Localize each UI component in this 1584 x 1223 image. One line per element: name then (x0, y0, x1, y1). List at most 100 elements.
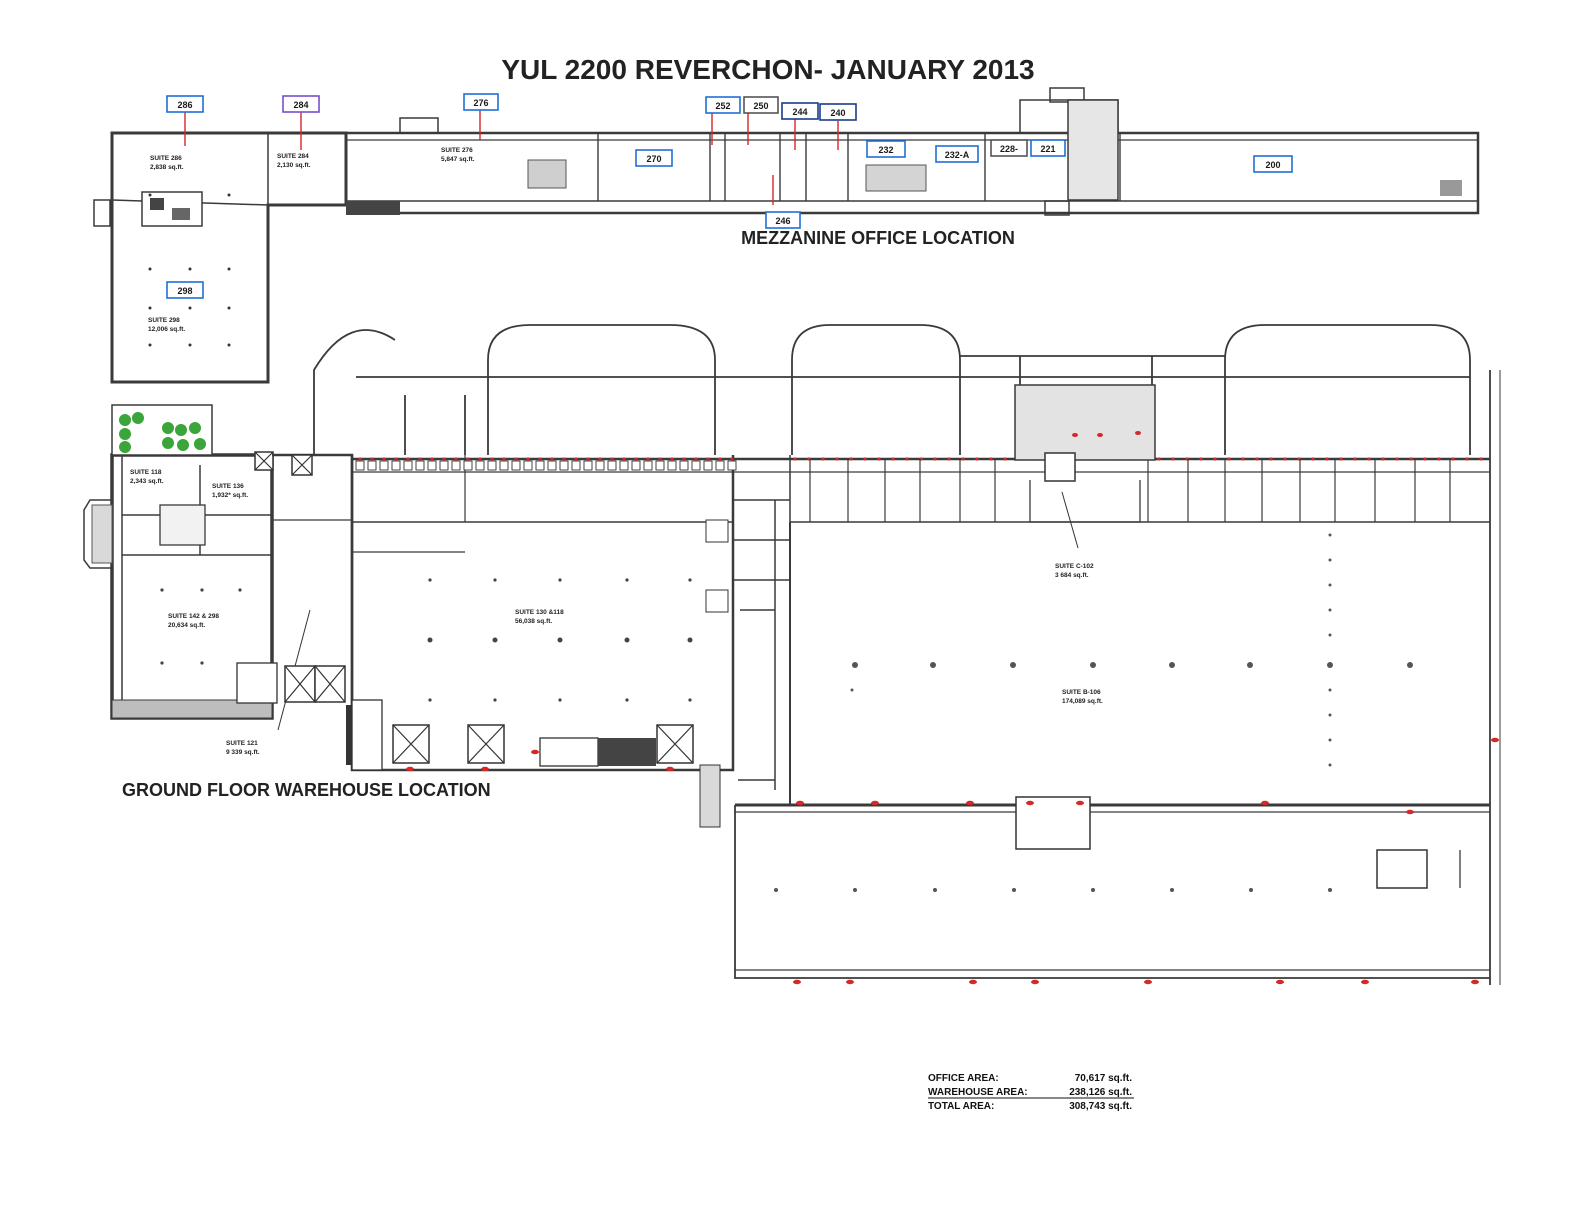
entrance-vestibule (83, 499, 112, 569)
dock-door-marker (877, 457, 881, 461)
mezz-cluster-232 (865, 164, 927, 192)
dock-crates-130 (392, 724, 694, 764)
dock-door-marker (961, 457, 965, 461)
room-tag-240[interactable]: 240 (819, 103, 857, 121)
room-tag-221[interactable]: 221 (1030, 139, 1066, 157)
room-tag-200[interactable]: 200 (1253, 155, 1293, 173)
dock-door-cell (523, 460, 533, 471)
corridor-stair (699, 764, 721, 828)
mezzanine-section-label: MEZZANINE OFFICE LOCATION (741, 228, 1015, 248)
plan-title: YUL 2200 REVERCHON- JANUARY 2013 (501, 54, 1034, 85)
suite-130-room (351, 699, 383, 771)
c102-leader (1061, 491, 1079, 549)
mezzanine-corridor (346, 131, 1480, 215)
svg-text:228-: 228- (1000, 144, 1018, 154)
dock-door-marker (1171, 457, 1175, 461)
dock-door-marker (1339, 457, 1343, 461)
dock-door-marker (370, 457, 374, 461)
room-tag-228[interactable]: 228- (990, 139, 1028, 157)
dock-door-cell (571, 460, 581, 471)
dock-door-marker (1451, 457, 1455, 461)
dock-door-marker (933, 457, 937, 461)
suite-298-area: 12,006 sq.ft. (148, 326, 185, 333)
dock-door-marker (514, 457, 518, 461)
room-tag-270[interactable]: 270 (635, 149, 673, 167)
dock-door-marker (526, 457, 530, 461)
room-tag-284[interactable]: 284 (282, 95, 320, 113)
core-fixture-a (150, 198, 164, 210)
room-tag-286[interactable]: 286 (166, 95, 204, 113)
mezz-east-fixture (1440, 180, 1462, 196)
office-area-label: OFFICE AREA: (928, 1073, 999, 1084)
suite-121-name: SUITE 121 (226, 740, 258, 747)
dock-door-cell (703, 460, 713, 471)
suite-130-columns (160, 578, 693, 702)
dock-door-cell (511, 460, 521, 471)
suite-286-area: 2,838 sq.ft. (150, 164, 184, 171)
room-tag-246[interactable]: 246 (765, 211, 801, 229)
suite-b106-name: SUITE B-106 (1062, 689, 1101, 696)
dock-door-cell (727, 460, 737, 471)
dock-door-cell (439, 460, 449, 471)
mezz-bump-top (1049, 87, 1085, 103)
svg-text:232-A: 232-A (945, 150, 970, 160)
room-tag-244[interactable]: 244 (781, 102, 819, 120)
svg-text:250: 250 (753, 101, 768, 111)
suite-284-area: 2,130 sq.ft. (277, 162, 311, 169)
south-annex-walls (734, 805, 1490, 979)
svg-text:284: 284 (293, 100, 308, 110)
dock-door-marker (694, 457, 698, 461)
warehouse-area-value: 238,126 sq.ft. (1069, 1087, 1132, 1098)
dock-door-cell (691, 460, 701, 471)
dock-door-cell (367, 460, 377, 471)
dock-door-marker (1479, 457, 1483, 461)
core-fixture-b (172, 208, 190, 220)
room-tag-276[interactable]: 276 (463, 93, 499, 111)
dock-door-cell (451, 460, 461, 471)
dock-door-marker (586, 457, 590, 461)
room-tag-232a[interactable]: 232-A (935, 145, 979, 163)
suite-130-wall-solid (346, 705, 352, 765)
dock-door-marker (1157, 457, 1161, 461)
south-annex-room (1376, 849, 1428, 889)
dock-door-marker (634, 457, 638, 461)
dock-door-marker (835, 457, 839, 461)
room-tag-252[interactable]: 252 (705, 96, 741, 114)
dock-door-marker (1003, 457, 1007, 461)
b106-columns-large (852, 662, 1413, 668)
dock-door-marker (989, 457, 993, 461)
office-core (159, 504, 206, 546)
dock-door-marker (502, 457, 506, 461)
suite-121-crate-x (291, 454, 313, 476)
suite-130-dock-room (539, 737, 599, 767)
dock-door-cell (643, 460, 653, 471)
suite-130-walls (350, 455, 735, 772)
c102-office (1029, 480, 1141, 523)
mezz-stair (346, 201, 400, 215)
dock-door-cell (475, 460, 485, 471)
dock-door-marker (478, 457, 482, 461)
dock-door-marker (718, 457, 722, 461)
area-summary: OFFICE AREA: 70,617 sq.ft. WAREHOUSE ARE… (928, 1073, 1134, 1112)
svg-text:286: 286 (177, 100, 192, 110)
dock-door-marker (562, 457, 566, 461)
dock-door-cell (415, 460, 425, 471)
office-area-value: 70,617 sq.ft. (1075, 1073, 1132, 1084)
dock-door-marker (394, 457, 398, 461)
room-tag-298[interactable]: 298 (166, 281, 204, 299)
dock-door-marker (1395, 457, 1399, 461)
suite-130-box-b (705, 589, 729, 613)
suite-c102-area: 3 684 sq.ft. (1055, 572, 1089, 579)
dock-door-cell (679, 460, 689, 471)
dock-door-marker (905, 457, 909, 461)
dock-door-marker (466, 457, 470, 461)
total-area-label: TOTAL AREA: (928, 1101, 994, 1112)
mezz-core-stair (1067, 99, 1119, 201)
dock-door-marker (574, 457, 578, 461)
svg-text:276: 276 (473, 98, 488, 108)
total-area-value: 308,743 sq.ft. (1069, 1101, 1132, 1112)
room-tag-250[interactable]: 250 (743, 96, 779, 114)
dock-door-cell (559, 460, 569, 471)
room-tag-232[interactable]: 232 (866, 140, 906, 158)
columns-298 (148, 193, 231, 347)
